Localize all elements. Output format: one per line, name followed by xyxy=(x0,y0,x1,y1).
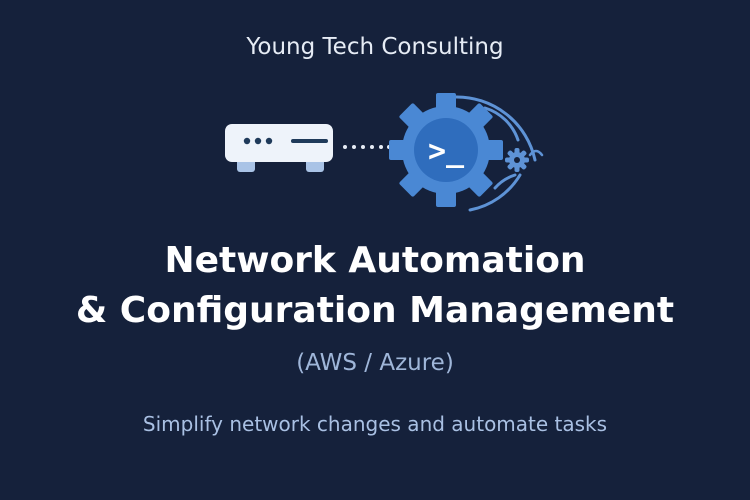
router-icon xyxy=(225,124,333,172)
subtitle: (AWS / Azure) xyxy=(296,350,454,376)
terminal-prompt: >_ xyxy=(428,134,465,169)
company-name: Young Tech Consulting xyxy=(246,34,504,60)
connection-dots xyxy=(343,145,391,149)
title-line-2: & Configuration Management xyxy=(75,290,675,331)
illustration: >_ xyxy=(225,93,544,212)
terminal-badge xyxy=(414,118,478,182)
orbit-arcs xyxy=(453,95,544,212)
tagline: Simplify network changes and automate ta… xyxy=(142,412,608,436)
small-gear-icon xyxy=(505,148,529,172)
title-line-1: Network Automation xyxy=(164,240,586,281)
